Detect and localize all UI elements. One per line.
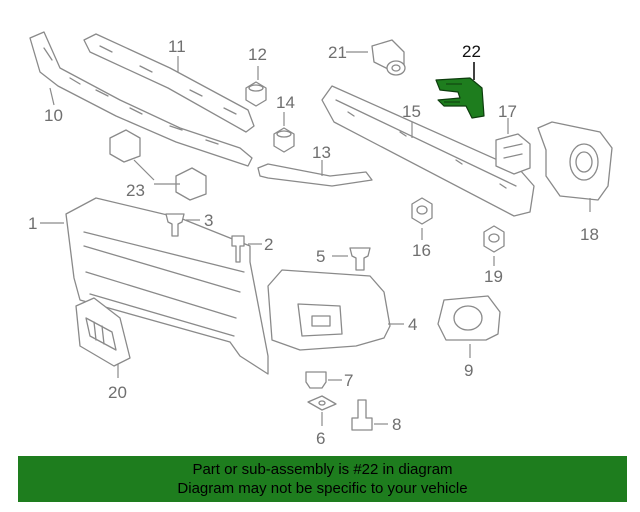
callout-14: 14 <box>276 93 295 112</box>
part-7-clip <box>305 371 327 389</box>
callout-2: 2 <box>264 235 273 254</box>
callout-1: 1 <box>28 214 37 233</box>
callout-17: 17 <box>498 102 517 121</box>
callout-9: 9 <box>464 361 473 380</box>
banner-line-1: Part or sub-assembly is #22 in diagram <box>192 461 453 478</box>
part-18-side-bracket <box>537 121 613 201</box>
part-22-bracket <box>435 77 485 119</box>
callout-7: 7 <box>344 371 353 390</box>
leader-10 <box>49 87 55 106</box>
callout-12: 12 <box>248 45 267 64</box>
part-12-nut <box>245 81 267 107</box>
part-13-strip <box>257 163 373 187</box>
callout-3: 3 <box>204 211 213 230</box>
callout-23: 23 <box>126 181 145 200</box>
callout-15: 15 <box>402 102 421 121</box>
banner-line-2: Diagram may not be specific to your vehi… <box>177 480 468 497</box>
part-2-bolt <box>231 235 245 263</box>
part-11-brace <box>83 33 255 133</box>
part-17-bracket <box>495 133 531 175</box>
callout-21: 21 <box>328 43 347 62</box>
callout-4: 4 <box>408 315 417 334</box>
callout-6: 6 <box>316 429 325 448</box>
part-16-nut <box>411 197 433 225</box>
callout-13: 13 <box>312 143 331 162</box>
callout-11: 11 <box>168 37 186 56</box>
parts-diagram: 10 11 12 14 21 22 15 <box>28 31 613 448</box>
callout-19: 19 <box>484 267 503 286</box>
part-15-reinforcement <box>321 85 535 217</box>
part-9-bezel <box>437 295 501 341</box>
part-19-nut <box>483 225 505 253</box>
callout-18: 18 <box>580 225 599 244</box>
part-8-bolt <box>351 399 373 431</box>
info-banner: Part or sub-assembly is #22 in diagram D… <box>18 456 627 502</box>
callout-8: 8 <box>392 415 401 434</box>
callout-5: 5 <box>316 247 325 266</box>
part-14-nut <box>273 127 295 153</box>
callout-22: 22 <box>462 42 481 61</box>
part-4-end-cap <box>267 269 391 351</box>
callout-16: 16 <box>412 241 431 260</box>
part-23-mounts <box>109 129 207 201</box>
part-21-sensor <box>371 39 406 76</box>
part-6-retainer <box>307 395 337 411</box>
callout-20: 20 <box>108 383 127 402</box>
part-10-reinforcement <box>29 31 253 167</box>
leader-23a <box>133 159 155 181</box>
part-20-plate-bracket <box>75 297 131 367</box>
part-3-clip <box>165 213 185 237</box>
part-5-clip <box>349 247 371 271</box>
callout-10: 10 <box>44 106 63 125</box>
